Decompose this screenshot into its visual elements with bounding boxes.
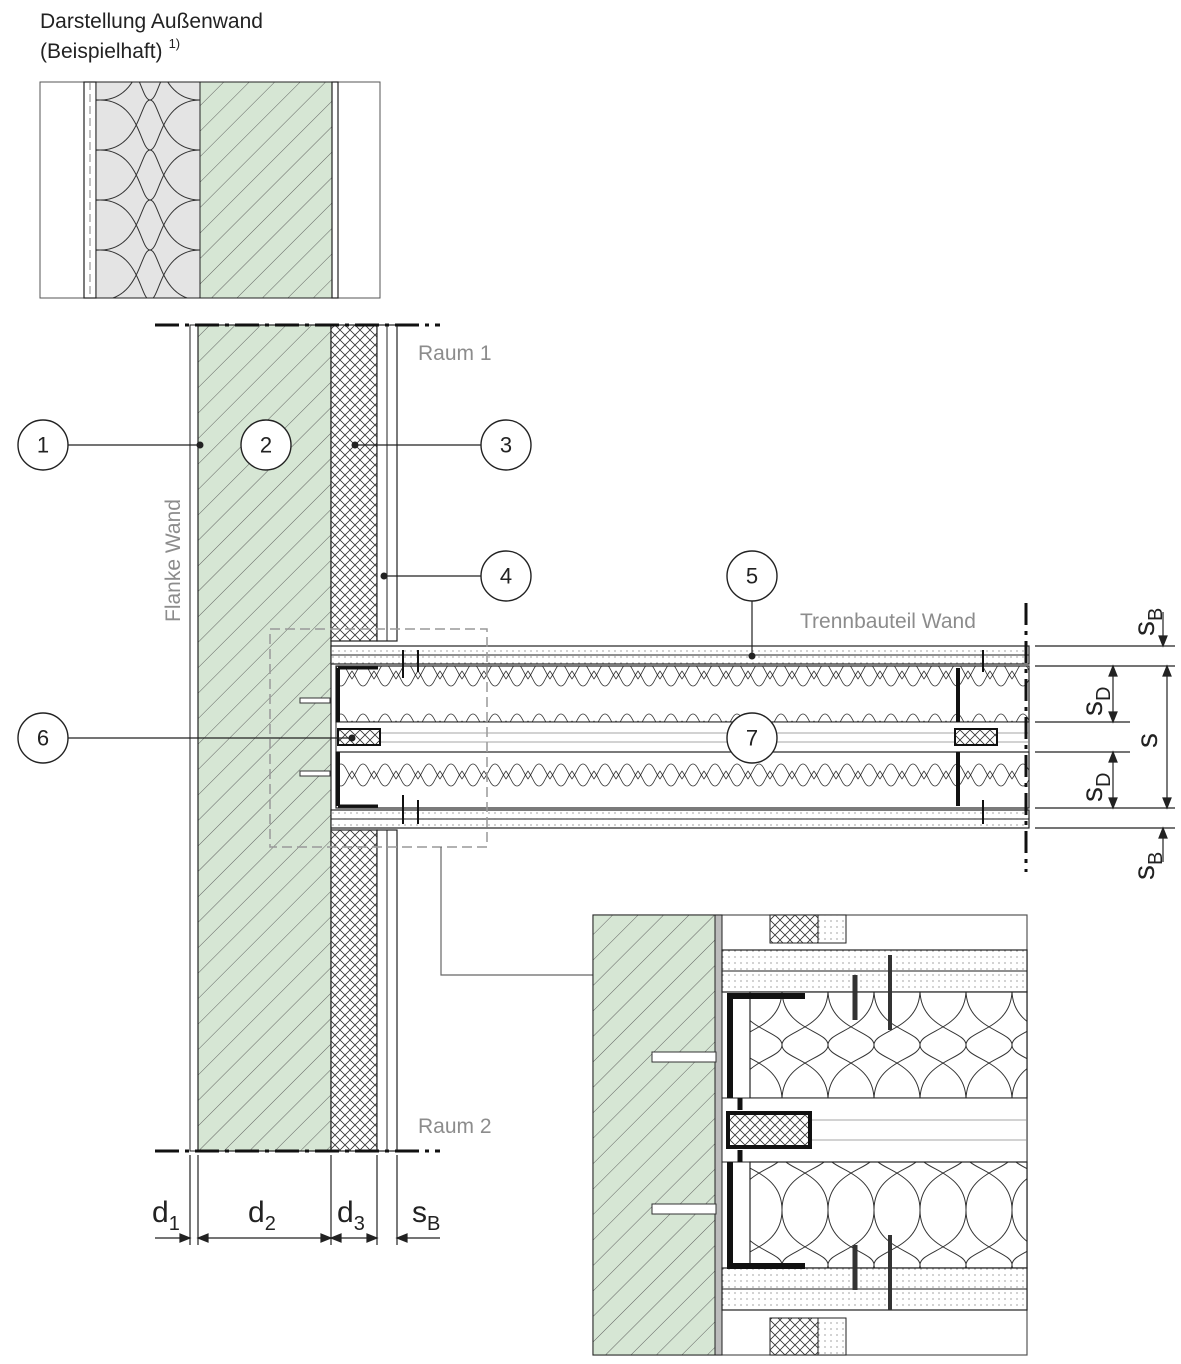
callout-1: 1	[17, 419, 204, 471]
detail-leader-line	[440, 847, 593, 976]
label-raum2: Raum 2	[418, 1115, 492, 1138]
header-title-line2: (Beispielhaft) 1)	[40, 36, 180, 63]
dim-label-s: s	[1131, 733, 1164, 748]
dim-label-d2: d2	[248, 1196, 276, 1235]
callout-3-number: 3	[500, 433, 512, 458]
callout-4: 4	[380, 550, 532, 602]
label-raum1: Raum 1	[418, 342, 492, 365]
callout-6: 6	[17, 712, 356, 764]
dim-label-sd-lower: sD	[1076, 773, 1115, 802]
callout-2: 2	[240, 419, 292, 471]
dim-label-sb-top: sB	[1128, 608, 1167, 636]
callout-7-number: 7	[746, 726, 758, 751]
callout-7: 7	[726, 712, 778, 764]
dim-label-sb-bottom: sB	[412, 1196, 440, 1235]
dim-label-d3: d3	[337, 1196, 365, 1235]
callout-5: 5	[726, 550, 778, 660]
callout-1-number: 1	[37, 433, 49, 458]
dimension-right	[1035, 612, 1175, 862]
dim-label-sb-lower: sB	[1128, 852, 1167, 880]
callout-6-number: 6	[37, 726, 49, 751]
dim-label-d1: d1	[152, 1196, 180, 1235]
example-wall-thumbnail	[39, 81, 381, 299]
callout-3: 3	[351, 419, 532, 471]
label-trennbauteil: Trennbauteil Wand	[800, 610, 976, 633]
header-title-superscript: 1)	[169, 36, 181, 51]
dimension-bottom	[155, 1155, 440, 1245]
detail-enlargement	[592, 914, 1028, 1356]
header-title-line1: Darstellung Außenwand	[40, 10, 263, 33]
callout-5-number: 5	[746, 564, 758, 589]
detail-marker-box	[269, 628, 488, 848]
label-flanke: Flanke Wand	[162, 499, 185, 622]
separating-wall	[299, 603, 1030, 872]
callout-2-number: 2	[260, 433, 272, 458]
callout-4-number: 4	[500, 564, 512, 589]
header-title-line2-text: (Beispielhaft)	[40, 40, 163, 63]
dim-label-sd-upper: sD	[1076, 687, 1115, 716]
